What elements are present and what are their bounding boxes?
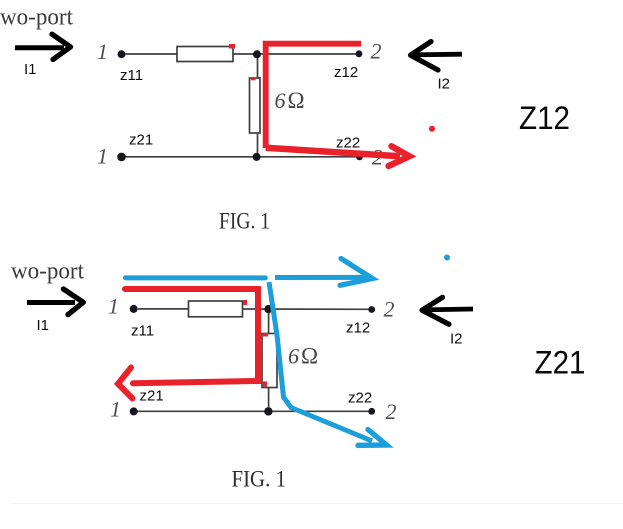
svg-text:6: 6	[288, 344, 299, 369]
svg-text:1: 1	[108, 294, 119, 319]
svg-text:Ω: Ω	[301, 344, 318, 369]
svg-text:2: 2	[371, 39, 382, 64]
svg-text:wo-port: wo-port	[11, 259, 84, 285]
svg-text:z21: z21	[129, 132, 153, 149]
svg-text:1: 1	[97, 144, 108, 169]
svg-text:wo-port: wo-port	[0, 4, 73, 30]
svg-text:Ω: Ω	[288, 88, 305, 113]
svg-text:1: 1	[110, 397, 121, 422]
svg-text:z22: z22	[336, 135, 360, 152]
svg-text:I1: I1	[24, 61, 37, 78]
svg-text:Z12: Z12	[519, 100, 570, 136]
svg-text:I1: I1	[37, 317, 50, 334]
svg-text:2: 2	[386, 399, 397, 424]
svg-text:6: 6	[275, 88, 286, 113]
svg-text:z11: z11	[120, 67, 143, 84]
svg-text:z21: z21	[140, 388, 164, 405]
svg-text:z22: z22	[348, 390, 372, 407]
svg-text:z12: z12	[334, 64, 358, 81]
svg-text:I2: I2	[438, 76, 451, 93]
svg-text:z12: z12	[346, 320, 370, 337]
svg-text:Z21: Z21	[535, 345, 586, 381]
svg-text:z11: z11	[131, 323, 154, 340]
svg-text:FIG. 1: FIG. 1	[232, 467, 287, 492]
svg-text:I2: I2	[450, 331, 463, 348]
svg-text:1: 1	[97, 39, 108, 64]
svg-text:2: 2	[384, 297, 395, 322]
svg-text:FIG. 1: FIG. 1	[219, 208, 270, 233]
